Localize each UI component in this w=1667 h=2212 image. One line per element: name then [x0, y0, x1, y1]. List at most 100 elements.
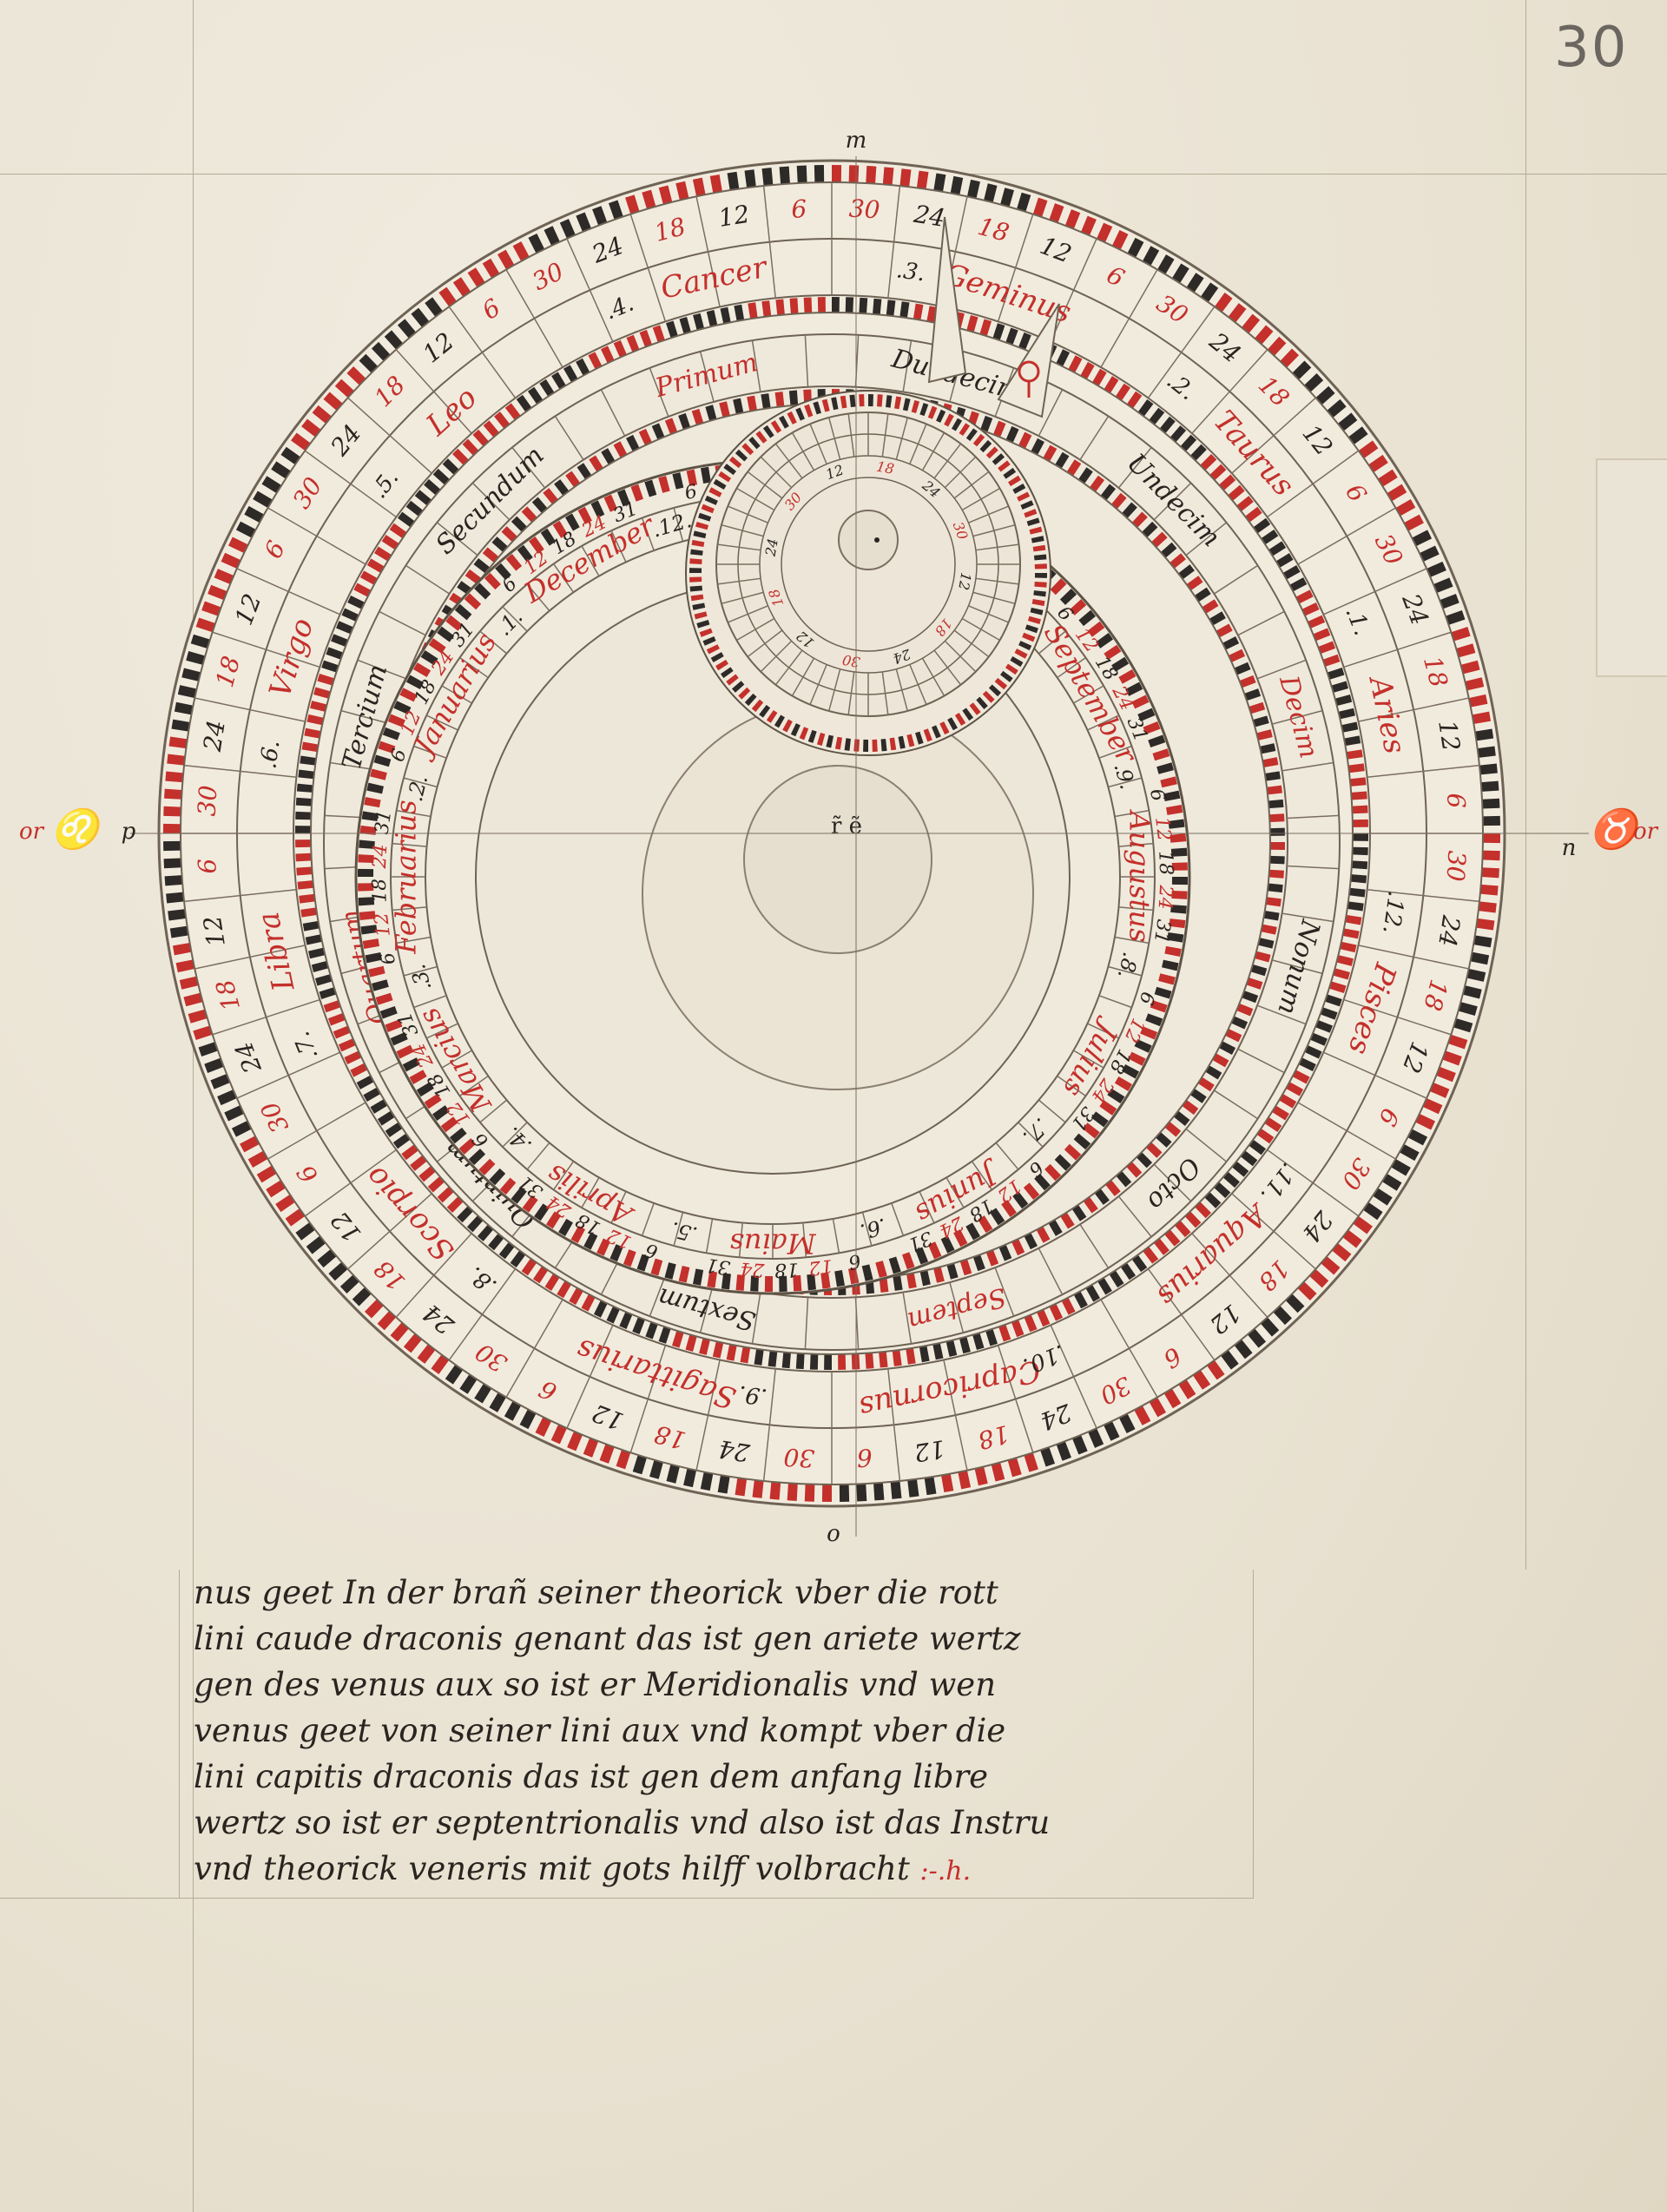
divider-line: [1118, 906, 1154, 912]
scale-tick: [1212, 1053, 1229, 1068]
divider-line: [600, 389, 626, 437]
scale-tick: [409, 1070, 427, 1084]
divider-line: [717, 577, 761, 585]
scale-tick: [366, 558, 385, 573]
scale-tick: [1353, 1215, 1373, 1234]
scale-tick: [1228, 303, 1247, 323]
scale-tick: [1209, 464, 1227, 481]
scale-tick: [414, 490, 432, 506]
scale-tick: [969, 702, 981, 715]
divider-line: [827, 668, 841, 712]
scale-tick: [301, 418, 321, 438]
scale-tick: [431, 1354, 450, 1374]
scale-tick: [1273, 1306, 1293, 1326]
scale-tick: [1268, 799, 1284, 809]
scale-tick: [712, 1341, 724, 1359]
scale-tick: [868, 394, 873, 407]
scale-tick: [163, 858, 182, 869]
scale-tick: [201, 601, 221, 616]
scale-tick: [181, 668, 201, 681]
day-number: 12: [807, 1254, 834, 1279]
scale-tick: [1263, 910, 1280, 921]
scale-tick: [319, 987, 337, 999]
scale-tick: [1340, 941, 1357, 953]
scale-tick: [1090, 1111, 1109, 1128]
scale-tick: [1069, 599, 1087, 616]
scale-tick: [1282, 565, 1301, 580]
scale-tick: [390, 1031, 408, 1046]
scale-tick: [482, 258, 500, 279]
divider-line: [909, 424, 927, 464]
divider-line: [1057, 1075, 1086, 1096]
divider-line: [891, 1202, 905, 1236]
scale-tick: [498, 1241, 515, 1260]
scale-tick: [972, 1254, 985, 1272]
scale-tick: [504, 1400, 522, 1421]
scale-tick: [1327, 668, 1345, 680]
scale-tick: [893, 1274, 903, 1291]
scale-tick: [402, 1057, 420, 1072]
scale-tick: [427, 1176, 445, 1193]
scale-tick: [417, 1344, 436, 1364]
scale-tick: [727, 171, 740, 191]
scale-tick: [331, 634, 349, 647]
center-disc: [743, 765, 932, 954]
scale-tick: [991, 1462, 1005, 1482]
scale-tick: [495, 563, 511, 581]
scale-tick: [544, 1274, 560, 1291]
scale-tick: [989, 1208, 1005, 1226]
scale-tick: [992, 420, 1006, 438]
scale-tick: [799, 727, 809, 741]
divider-line: [1185, 522, 1228, 556]
scale-tick: [1107, 1088, 1125, 1104]
scale-tick: [1433, 577, 1453, 593]
scale-tick: [179, 976, 199, 990]
scale-tick: [366, 782, 384, 794]
scale-tick: [1018, 641, 1032, 651]
divider-line: [1297, 507, 1396, 565]
scale-tick: [1256, 729, 1273, 741]
scale-tick: [302, 920, 320, 932]
scale-tick: [1460, 660, 1480, 675]
scale-tick: [1197, 1076, 1215, 1092]
scale-tick: [708, 487, 722, 497]
scale-tick: [1429, 1083, 1450, 1098]
scale-tick: [932, 725, 941, 739]
scale-tick: [1171, 862, 1188, 871]
day-number: 6: [847, 1249, 863, 1273]
day-number: 31: [704, 1254, 731, 1279]
divider-line: [184, 889, 297, 903]
scale-tick: [913, 303, 924, 320]
divider-line: [357, 659, 407, 680]
scale-tick: [888, 1256, 901, 1274]
scale-tick: [462, 438, 479, 456]
scale-tick: [374, 546, 392, 562]
scale-tick: [658, 185, 673, 205]
divider-line: [673, 1212, 684, 1247]
degree-number: 6: [193, 858, 222, 875]
scale-tick: [1216, 623, 1233, 638]
scale-tick: [927, 1241, 942, 1260]
scale-tick: [1476, 918, 1495, 931]
scale-tick: [1118, 669, 1137, 684]
small-checker-band: [689, 394, 1047, 752]
scale-tick: [933, 173, 946, 192]
scale-tick: [826, 734, 834, 748]
scale-tick: [1347, 763, 1365, 774]
scale-tick: [1128, 1051, 1146, 1066]
day-number: 24: [1154, 884, 1176, 910]
divider-line: [972, 523, 1016, 537]
scale-tick: [1182, 1099, 1199, 1116]
scale-tick: [1068, 355, 1083, 373]
scale-tick: [1005, 663, 1018, 675]
scale-tick: [804, 404, 814, 418]
divider-line: [1100, 269, 1158, 368]
scale-tick: [899, 301, 910, 319]
scale-tick: [385, 1019, 403, 1033]
scale-tick: [308, 947, 326, 959]
scale-tick: [559, 219, 576, 239]
scale-tick: [362, 938, 379, 950]
scale-tick: [163, 840, 181, 852]
scale-tick: [748, 302, 758, 319]
